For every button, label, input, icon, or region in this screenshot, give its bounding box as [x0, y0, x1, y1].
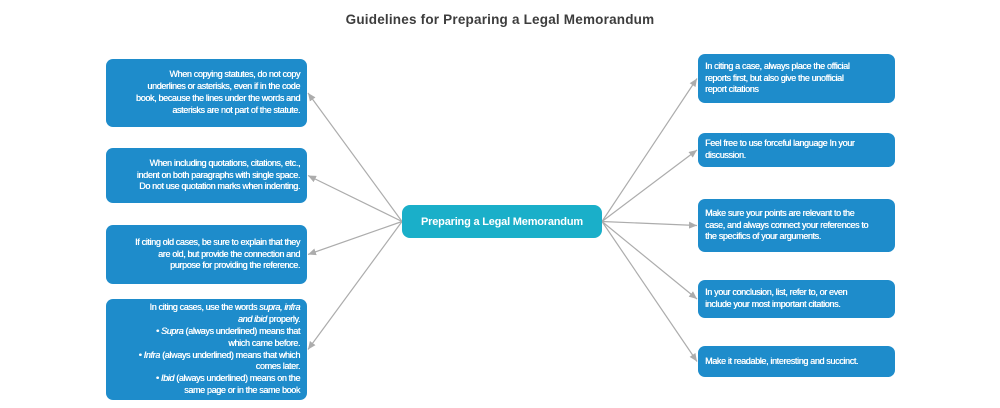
right-node-forceful-language[interactable]: Feel free to use forceful language In yo…	[698, 133, 895, 167]
central-node[interactable]: Preparing a Legal Memorandum	[402, 205, 602, 238]
left-node-quotations-indent[interactable]: When including quotations, citations, et…	[106, 148, 307, 203]
left-node-supra-infra-ibid[interactable]: In citing cases, use the words supra, in…	[106, 299, 307, 400]
node-text: If citing old cases, be sure to explain …	[135, 236, 300, 271]
right-node-conclusion-citations[interactable]: In your conclusion, list, refer to, or e…	[698, 280, 895, 318]
node-text: When copying statutes, do not copy under…	[135, 69, 300, 115]
node-text: In citing cases, use the words supra, in…	[138, 302, 301, 395]
node-text: Make sure your points are relevant to th…	[705, 207, 869, 242]
right-node-relevant-points[interactable]: Make sure your points are relevant to th…	[698, 199, 895, 252]
node-text: Feel free to use forceful language In yo…	[705, 138, 855, 160]
diagram-title: Guidelines for Preparing a Legal Memoran…	[345, 12, 655, 27]
right-node-official-reports[interactable]: In citing a case, always place the offic…	[698, 54, 895, 103]
node-text: When including quotations, citations, et…	[136, 157, 301, 192]
node-text: In citing a case, always place the offic…	[705, 60, 850, 95]
left-node-old-cases[interactable]: If citing old cases, be sure to explain …	[106, 225, 307, 284]
left-node-copying-statutes[interactable]: When copying statutes, do not copy under…	[106, 59, 307, 127]
right-node-readable-succinct[interactable]: Make it readable, interesting and succin…	[698, 346, 895, 377]
central-node-label: Preparing a Legal Memorandum	[421, 215, 583, 228]
node-text: In your conclusion, list, refer to, or e…	[705, 287, 848, 309]
node-text: Make it readable, interesting and succin…	[705, 355, 859, 366]
